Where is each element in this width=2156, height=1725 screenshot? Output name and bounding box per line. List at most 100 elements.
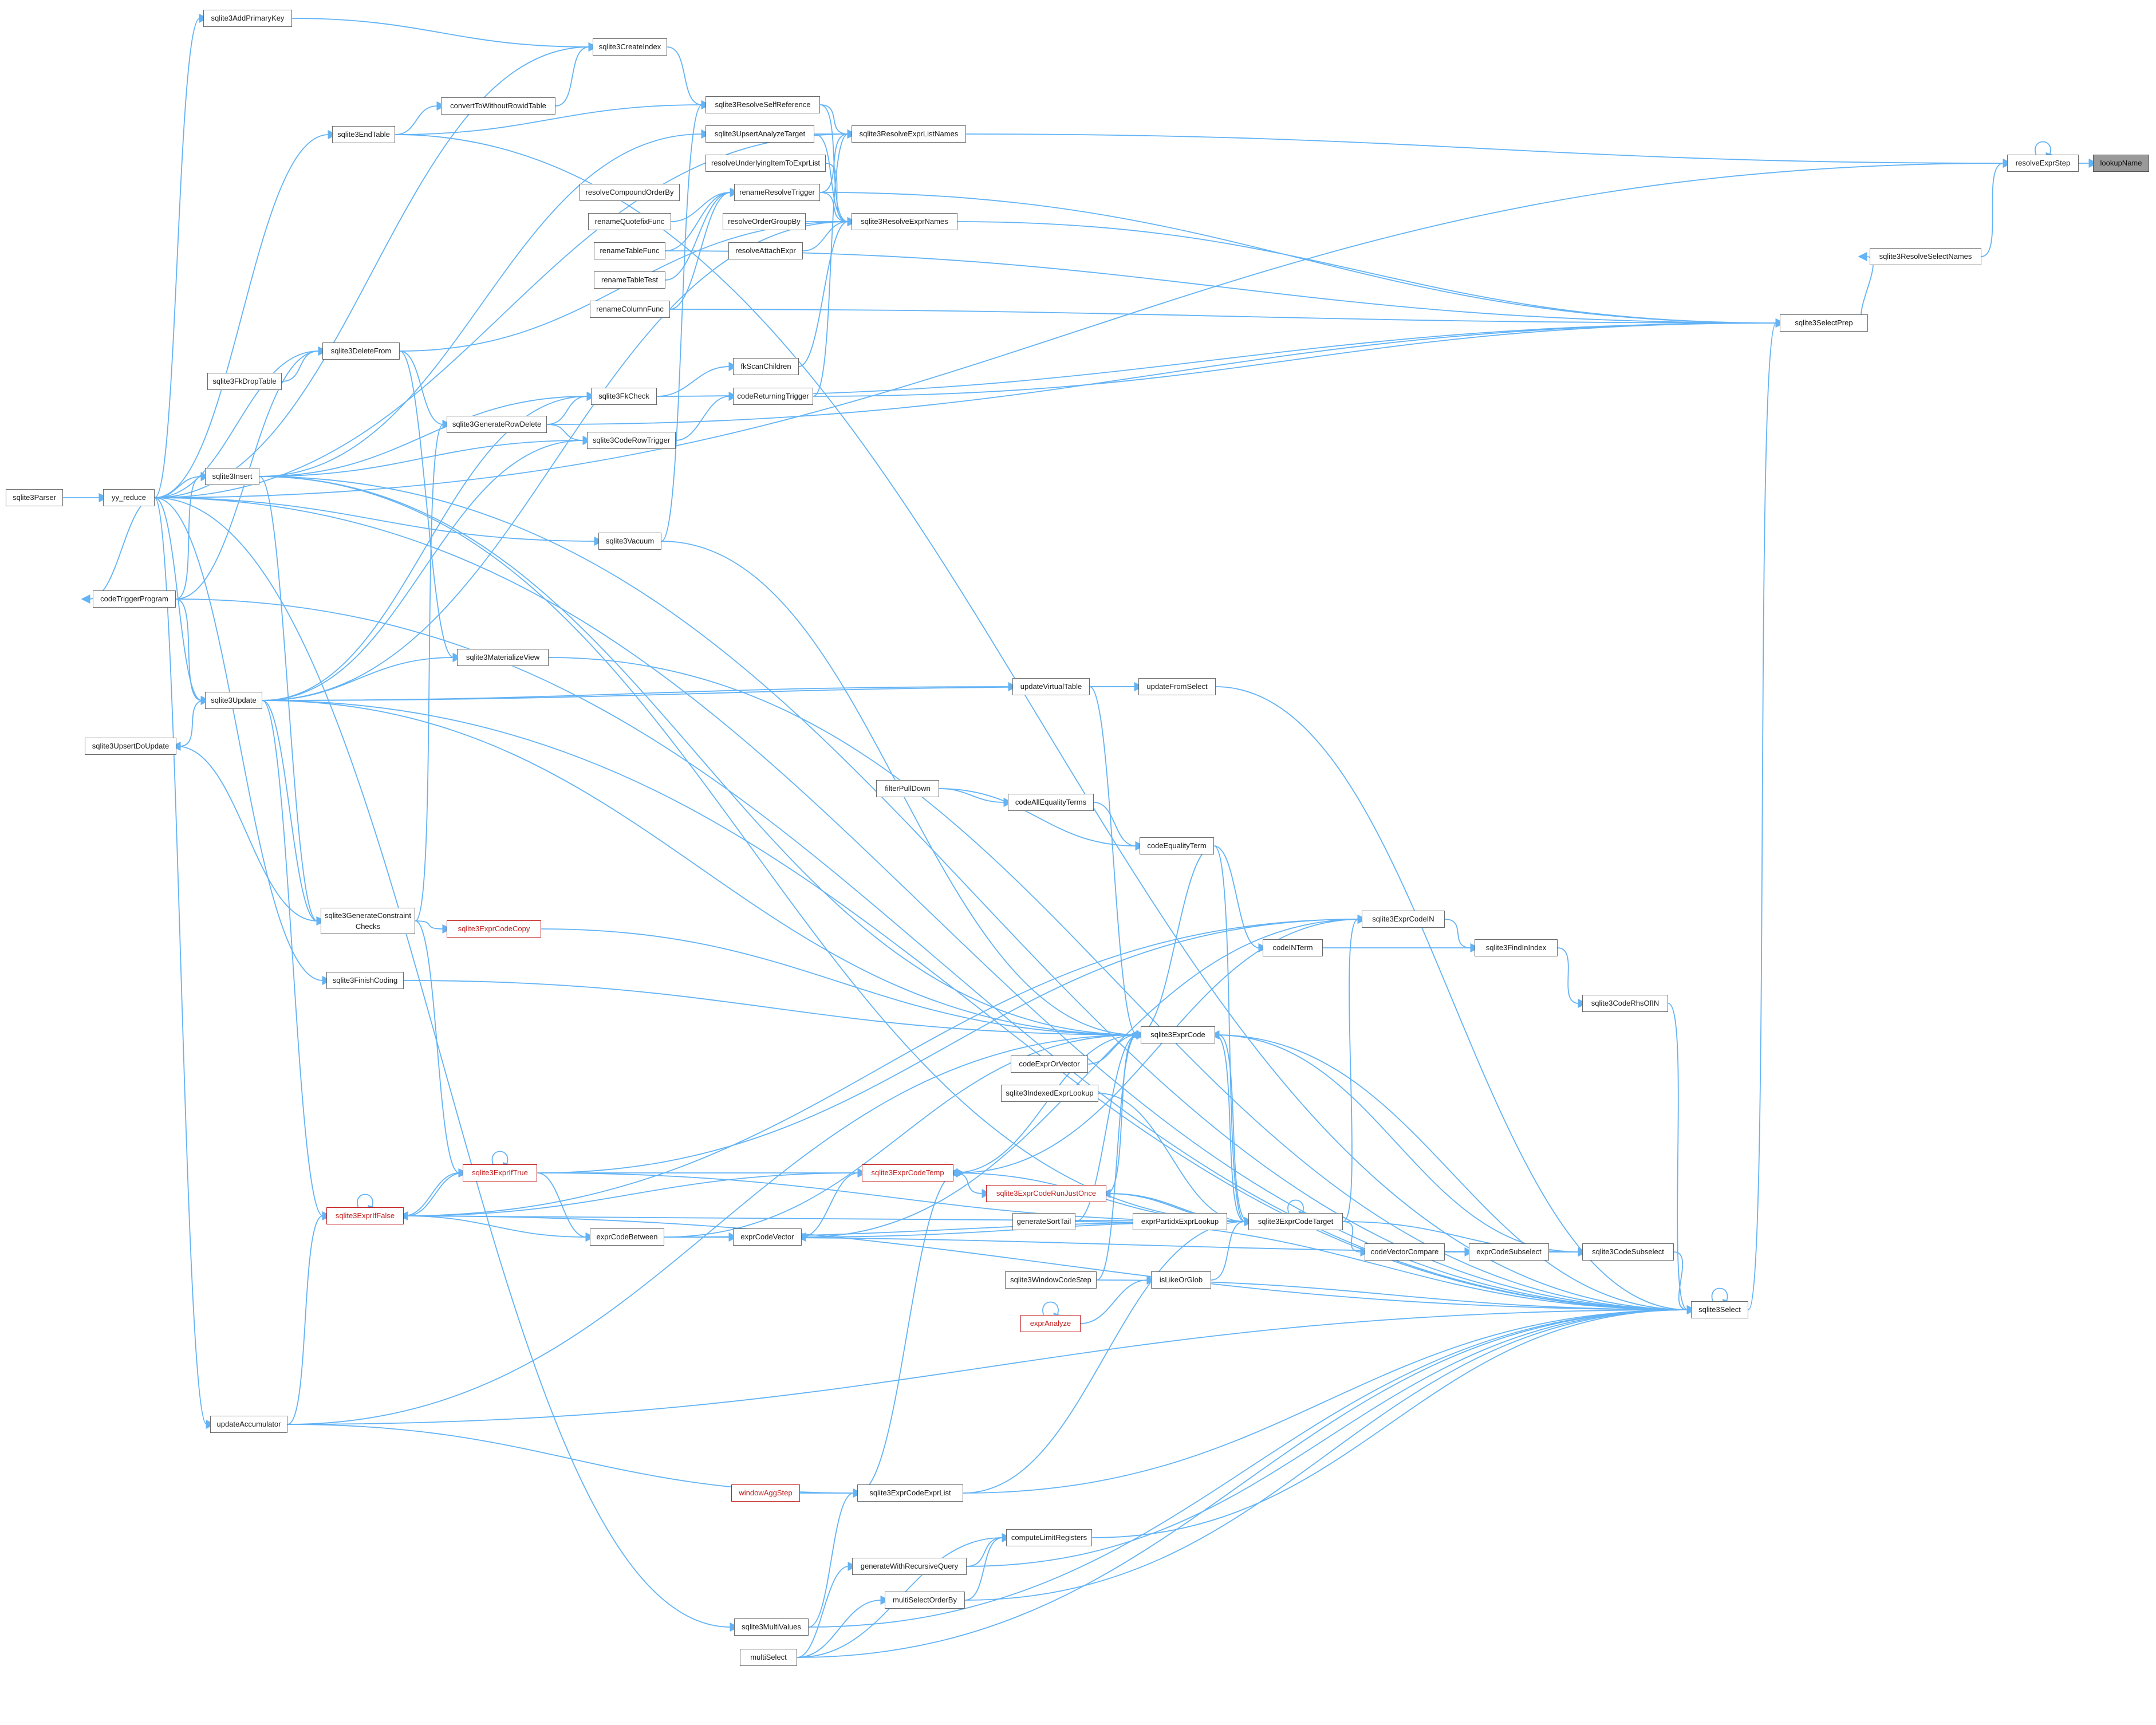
- node-codeAllEqualityTerms[interactable]: codeAllEqualityTerms: [1008, 794, 1094, 811]
- node-sqlite3CodeRhsOfIN[interactable]: sqlite3CodeRhsOfIN: [1582, 995, 1668, 1012]
- node-sqlite3ExprCodeExprList[interactable]: sqlite3ExprCodeExprList: [857, 1484, 963, 1502]
- node-sqlite3ExprCodeRunJustOnce[interactable]: sqlite3ExprCodeRunJustOnce: [986, 1185, 1106, 1202]
- edge-sqlite3Update-to-sqlite3GenerateConstraintChecks: [262, 700, 326, 926]
- edge-sqlite3CreateIndex-to-sqlite3ResolveSelfReference: [667, 46, 711, 110]
- node-resolveUnderlyingItemToExprList[interactable]: resolveUnderlyingItemToExprList: [705, 155, 826, 172]
- edge-sqlite3FkCheck-to-fkScanChildren: [656, 361, 738, 397]
- edge-sqlite3UpsertAnalyzeTarget-to-sqlite3ResolveExprNames: [814, 133, 857, 227]
- node-exprPartidxExprLookup[interactable]: exprPartidxExprLookup: [1133, 1213, 1227, 1230]
- node-sqlite3IndexedExprLookup[interactable]: sqlite3IndexedExprLookup: [1001, 1085, 1098, 1102]
- node-exprAnalyze[interactable]: exprAnalyze: [1020, 1315, 1081, 1332]
- node-sqlite3FinishCoding[interactable]: sqlite3FinishCoding: [326, 972, 404, 989]
- node-resolveExprStep[interactable]: resolveExprStep: [2007, 155, 2079, 172]
- node-generateSortTail[interactable]: generateSortTail: [1012, 1213, 1075, 1230]
- node-codeEqualityTerm[interactable]: codeEqualityTerm: [1140, 837, 1214, 854]
- node-codeINTerm[interactable]: codeINTerm: [1263, 939, 1323, 956]
- edge-sqlite3IndexedExprLookup-to-sqlite3ExprCodeTarget: [1098, 1093, 1254, 1227]
- node-sqlite3GenerateRowDelete[interactable]: sqlite3GenerateRowDelete: [447, 416, 547, 433]
- node-exprCodeVector[interactable]: exprCodeVector: [733, 1228, 802, 1246]
- node-codeTriggerProgram[interactable]: codeTriggerProgram: [93, 590, 176, 608]
- node-updateAccumulator[interactable]: updateAccumulator: [210, 1416, 287, 1433]
- edge-sqlite3MultiValues-to-sqlite3ExprCodeExprList: [808, 1488, 862, 1628]
- edge-convertToWithoutRowidTable-to-sqlite3CreateIndex: [555, 42, 598, 107]
- edge-sqlite3GenerateConstraintChecks-to-sqlite3GenerateRowDelete: [415, 419, 452, 921]
- edge-renameResolveTrigger-to-sqlite3ResolveExprNames: [819, 192, 857, 227]
- node-windowAggStep[interactable]: windowAggStep: [731, 1484, 800, 1502]
- node-sqlite3ExprCodeTarget[interactable]: sqlite3ExprCodeTarget: [1248, 1213, 1343, 1230]
- node-sqlite3CreateIndex[interactable]: sqlite3CreateIndex: [593, 38, 667, 56]
- edge-sqlite3DeleteFrom-to-sqlite3GenerateRowDelete: [399, 350, 452, 430]
- node-sqlite3CodeSubselect[interactable]: sqlite3CodeSubselect: [1582, 1243, 1674, 1261]
- node-sqlite3Update[interactable]: sqlite3Update: [205, 692, 262, 709]
- node-sqlite3EndTable[interactable]: sqlite3EndTable: [332, 126, 395, 143]
- node-sqlite3MultiValues[interactable]: sqlite3MultiValues: [734, 1618, 809, 1636]
- node-codeReturningTrigger[interactable]: codeReturningTrigger: [733, 388, 813, 405]
- node-renameColumnFunc[interactable]: renameColumnFunc: [590, 301, 670, 318]
- edge-updateAccumulator-to-sqlite3ExprIfFalse: [287, 1211, 332, 1425]
- node-updateVirtualTable[interactable]: updateVirtualTable: [1012, 678, 1090, 695]
- node-resolveOrderGroupBy[interactable]: resolveOrderGroupBy: [723, 213, 806, 230]
- node-exprCodeBetween[interactable]: exprCodeBetween: [590, 1228, 664, 1246]
- node-sqlite3ResolveSelectNames[interactable]: sqlite3ResolveSelectNames: [1870, 248, 1981, 265]
- node-yy_reduce[interactable]: yy_reduce: [103, 489, 155, 506]
- edge-generateSortTail-to-sqlite3Select: [1075, 1221, 1696, 1315]
- edge-sqlite3ExprIfFalse-to-exprCodeBetween: [403, 1215, 595, 1242]
- node-sqlite3FkDropTable[interactable]: sqlite3FkDropTable: [207, 373, 282, 390]
- edge-updateVirtualTable-to-sqlite3ExprCode: [1089, 686, 1146, 1040]
- node-renameResolveTrigger[interactable]: renameResolveTrigger: [734, 184, 820, 201]
- node-exprCodeSubselect[interactable]: exprCodeSubselect: [1469, 1243, 1549, 1261]
- node-fkScanChildren[interactable]: fkScanChildren: [733, 358, 799, 375]
- node-sqlite3ResolveExprListNames[interactable]: sqlite3ResolveExprListNames: [852, 125, 966, 143]
- edge-sqlite3Update-to-sqlite3UpsertDoUpdate: [171, 700, 206, 751]
- node-multiSelectOrderBy[interactable]: multiSelectOrderBy: [885, 1592, 965, 1609]
- node-filterPullDown[interactable]: filterPullDown: [876, 780, 939, 797]
- node-sqlite3ExprCode[interactable]: sqlite3ExprCode: [1141, 1026, 1215, 1043]
- node-codeVectorCompare[interactable]: codeVectorCompare: [1365, 1243, 1445, 1261]
- node-sqlite3ExprCodeCopy[interactable]: sqlite3ExprCodeCopy: [447, 920, 541, 938]
- node-sqlite3Insert[interactable]: sqlite3Insert: [205, 468, 259, 485]
- edge-multiSelectOrderBy-to-computeLimitRegisters: [964, 1533, 1011, 1601]
- edge-sqlite3Insert-to-sqlite3Select: [259, 476, 1696, 1315]
- edge-yy_reduce-to-codeTriggerProgram: [81, 497, 155, 604]
- node-renameTableTest[interactable]: renameTableTest: [594, 271, 665, 289]
- node-sqlite3SelectPrep[interactable]: sqlite3SelectPrep: [1780, 314, 1868, 332]
- node-resolveCompoundOrderBy[interactable]: resolveCompoundOrderBy: [580, 184, 680, 201]
- node-sqlite3AddPrimaryKey[interactable]: sqlite3AddPrimaryKey: [203, 10, 292, 27]
- node-lookupName[interactable]: lookupName: [2093, 155, 2149, 172]
- edge-sqlite3ResolveExprNames-to-sqlite3SelectPrep: [957, 221, 1785, 328]
- node-convertToWithoutRowidTable[interactable]: convertToWithoutRowidTable: [441, 97, 555, 115]
- node-sqlite3CodeRowTrigger[interactable]: sqlite3CodeRowTrigger: [587, 432, 676, 449]
- node-sqlite3WindowCodeStep[interactable]: sqlite3WindowCodeStep: [1005, 1271, 1097, 1289]
- edge-yy_reduce-to-sqlite3AddPrimaryKey: [154, 13, 208, 498]
- node-sqlite3ExprCodeIN[interactable]: sqlite3ExprCodeIN: [1362, 911, 1445, 928]
- edge-sqlite3ExprCode-to-sqlite3Select: [1215, 1034, 1696, 1315]
- node-renameTableFunc[interactable]: renameTableFunc: [594, 242, 665, 259]
- node-updateFromSelect[interactable]: updateFromSelect: [1138, 678, 1216, 695]
- node-isLikeOrGlob[interactable]: isLikeOrGlob: [1151, 1271, 1211, 1289]
- node-sqlite3FindInIndex[interactable]: sqlite3FindInIndex: [1475, 939, 1558, 956]
- node-sqlite3Vacuum[interactable]: sqlite3Vacuum: [598, 533, 661, 550]
- node-renameQuotefixFunc[interactable]: renameQuotefixFunc: [588, 213, 671, 230]
- edge-renameResolveTrigger-to-sqlite3SelectPrep: [819, 192, 1785, 328]
- node-resolveAttachExpr[interactable]: resolveAttachExpr: [728, 242, 803, 259]
- node-sqlite3Select[interactable]: sqlite3Select: [1691, 1301, 1748, 1318]
- node-sqlite3ResolveExprNames[interactable]: sqlite3ResolveExprNames: [852, 213, 957, 230]
- node-generateWithRecursiveQuery[interactable]: generateWithRecursiveQuery: [852, 1558, 967, 1575]
- edge-sqlite3ExprCodeExprList-to-sqlite3ExprCodeTarget: [963, 1216, 1254, 1494]
- node-sqlite3UpsertDoUpdate[interactable]: sqlite3UpsertDoUpdate: [85, 738, 176, 755]
- node-sqlite3ResolveSelfReference[interactable]: sqlite3ResolveSelfReference: [705, 96, 820, 113]
- edge-sqlite3ExprIfTrue-to-sqlite3ExprIfFalse: [399, 1172, 463, 1221]
- node-sqlite3Parser[interactable]: sqlite3Parser: [6, 489, 63, 506]
- node-computeLimitRegisters[interactable]: computeLimitRegisters: [1006, 1529, 1092, 1546]
- node-multiSelect[interactable]: multiSelect: [740, 1649, 797, 1666]
- node-sqlite3ExprIfTrue[interactable]: sqlite3ExprIfTrue: [463, 1164, 537, 1181]
- node-sqlite3ExprIfFalse[interactable]: sqlite3ExprIfFalse: [326, 1207, 404, 1224]
- node-sqlite3UpsertAnalyzeTarget[interactable]: sqlite3UpsertAnalyzeTarget: [705, 125, 814, 143]
- node-sqlite3DeleteFrom[interactable]: sqlite3DeleteFrom: [322, 342, 400, 360]
- node-codeExprOrVector[interactable]: codeExprOrVector: [1011, 1056, 1088, 1073]
- node-sqlite3MaterializeView[interactable]: sqlite3MaterializeView: [457, 649, 549, 666]
- node-sqlite3FkCheck[interactable]: sqlite3FkCheck: [591, 388, 657, 405]
- node-sqlite3ExprCodeTemp[interactable]: sqlite3ExprCodeTemp: [862, 1164, 953, 1181]
